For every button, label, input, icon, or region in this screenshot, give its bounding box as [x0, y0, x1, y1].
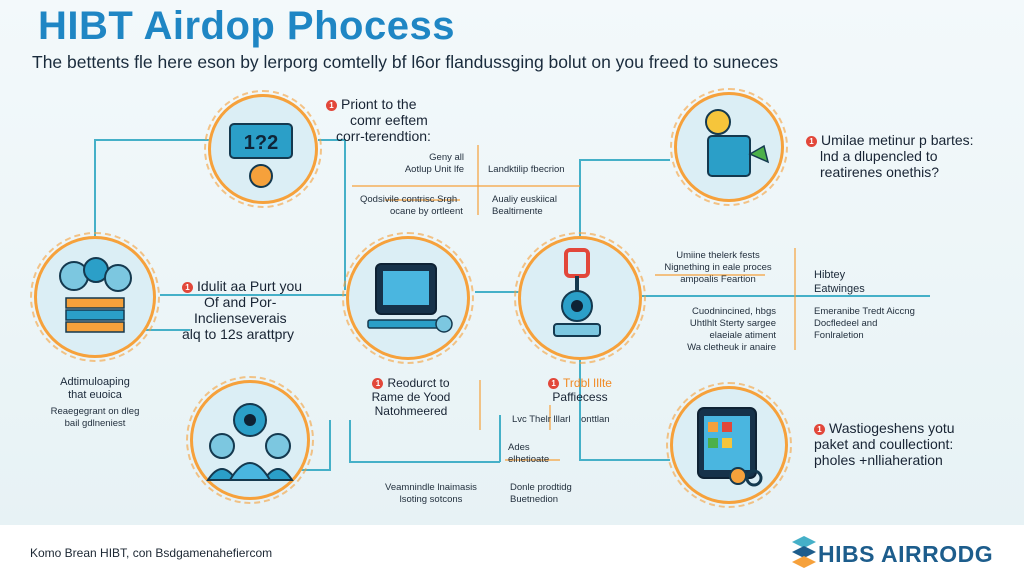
- step-number-badge: 1: [548, 378, 560, 389]
- page-subtitle: The bettents fle here eson by lerporg co…: [32, 52, 779, 72]
- tablet-chain-icon: [697, 407, 763, 487]
- step-circle-middle-right: [514, 232, 646, 364]
- step-circle-top-center: 1?2: [204, 90, 322, 208]
- brand-name: HIBS AIRRODG: [818, 541, 994, 567]
- background: [0, 0, 1024, 525]
- step-bottom-left-notes: Reaegegrant on dleg bail gdlneniest: [50, 406, 140, 429]
- step-number-badge: 1: [372, 378, 384, 389]
- step-number-badge: 1: [182, 282, 193, 293]
- people-group-icon: [206, 403, 294, 481]
- step-middle-right-note-bottom: Cuodnincined, hbgs Uhtlhlt Sterty sargee…: [687, 306, 776, 353]
- svg-text:1?2: 1?2: [244, 132, 278, 154]
- step-number-badge: 1: [326, 100, 337, 111]
- footer-credit: Komo Brean HIBT, con Bsdgamenahefiercom: [30, 546, 273, 560]
- gears-stack-icon: [59, 257, 132, 333]
- step-circle-top-right: [670, 88, 788, 206]
- footer-bar: [0, 525, 1024, 576]
- step-bottom-center-right-notes2: Ades elhetioate: [508, 442, 550, 465]
- step-bottom-center-notes: Veamnindle lnaimasis lsoting sotcons: [385, 482, 477, 505]
- question-card-icon: 1?2: [229, 123, 293, 188]
- step-top-center-note-b: Landktilip fbecrion: [488, 164, 565, 175]
- step-bottom-center-right-notes: Lvc Thelr lllarl onttlan: [512, 414, 610, 425]
- step-number-badge: 1: [806, 136, 817, 147]
- step-circle-middle-center: [342, 232, 474, 364]
- step-bottom-center-right-notes3: Donle prodtidg Buetnedion: [510, 482, 572, 505]
- step-number-badge: 1: [814, 424, 825, 435]
- page-title: HIBT Airdop Phocess: [38, 4, 455, 48]
- robot-arm-icon: [553, 248, 601, 337]
- brand-logo-icon: [792, 536, 816, 568]
- computer-icon: [367, 263, 453, 333]
- step-middle-right-note-top: Umiine thelerk fests Nignething in eale …: [664, 250, 772, 285]
- step-top-center-note-d: Aualiy euskiical Bealtirnente: [492, 194, 557, 217]
- document-coin-icon: [705, 109, 770, 177]
- step-bottom-left-caption: Adtimuloaping that euoica: [60, 376, 130, 401]
- step-middle-right-note-far: Emeranibe Tredt Aiccng Docfledeel and Fo…: [814, 306, 915, 341]
- step-circle-middle-left: [30, 232, 160, 362]
- step-top-center-note-a: Geny all Aotlup Unit lfe: [404, 152, 464, 175]
- step-top-center-note-c: Qodsivile contrisc Srgh ocane by ortleen…: [360, 194, 463, 217]
- step-middle-right-label: Hibtey Eatwinges: [814, 269, 865, 295]
- step-circle-bottom-right: [666, 382, 792, 508]
- step-circle-bottom-left: [186, 376, 314, 504]
